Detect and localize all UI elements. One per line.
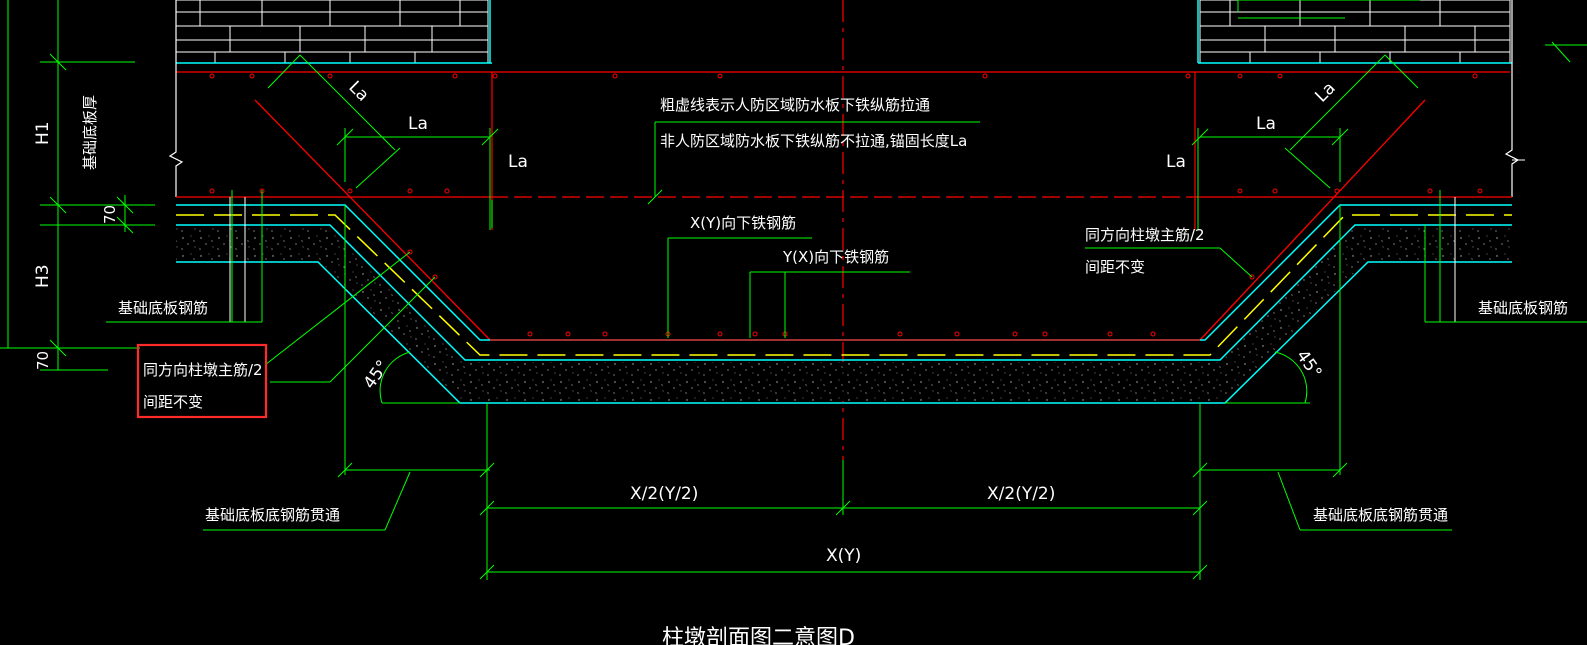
- label-70-top: 70: [101, 205, 119, 224]
- label-slab-thickness: 基础底板厚: [81, 95, 99, 170]
- drawing-title: 柱墩剖面图二意图D: [662, 626, 855, 645]
- label-full-x: X(Y): [826, 546, 861, 566]
- note-dashed-line-2: 非人防区域防水板下铁纵筋不拉通,锚固长度La: [660, 132, 967, 150]
- label-la-vert-right: La: [1166, 152, 1186, 172]
- label-half-x-left: X/2(Y/2): [630, 484, 698, 504]
- label-la-vert-left: La: [508, 152, 528, 172]
- wall-edges: [168, 0, 1520, 197]
- label-angle-right: 45°: [1292, 346, 1326, 382]
- highlight-box: [136, 343, 268, 419]
- note-dashed-line-1: 粗虚线表示人防区域防水板下铁纵筋拉通: [660, 96, 930, 114]
- note-left-1: 同方向柱墩主筋/2: [143, 361, 263, 379]
- label-la-horiz-right: La: [1256, 114, 1276, 134]
- label-70-bottom: 70: [34, 351, 52, 370]
- note-right-2: 间距不变: [1085, 258, 1145, 276]
- label-yx-lower-rebar: Y(X)向下铁钢筋: [782, 248, 889, 266]
- yellow-rebar: [176, 214, 1512, 356]
- label-la-diag-left: La: [344, 77, 372, 105]
- label-h3: H3: [33, 264, 53, 288]
- concrete-fill: [176, 227, 1512, 401]
- brick-hatch-left: [175, 0, 489, 64]
- label-continuous-left: 基础底板底钢筋贯通: [205, 506, 340, 524]
- label-angle-left: 45°: [360, 357, 394, 393]
- label-xy-lower-rebar: X(Y)向下铁钢筋: [690, 214, 796, 232]
- dimension-lines: [0, 0, 1587, 580]
- top-rebar-dots: [209, 73, 1478, 79]
- green-markers-top-right: [1237, 0, 1587, 63]
- label-continuous-right: 基础底板底钢筋贯通: [1313, 506, 1448, 524]
- label-half-x-right: X/2(Y/2): [987, 484, 1055, 504]
- label-la-diag-right: La: [1311, 78, 1339, 106]
- label-la-horiz-left: La: [408, 114, 428, 134]
- label-slab-rebar-left: 基础底板钢筋: [118, 299, 208, 317]
- label-h1: H1: [33, 121, 53, 145]
- brick-hatch-right: [1199, 0, 1511, 64]
- label-slab-rebar-right: 基础底板钢筋: [1478, 299, 1568, 317]
- rebar-dots-197: [209, 188, 1483, 194]
- note-right-1: 同方向柱墩主筋/2: [1085, 226, 1205, 244]
- diagonal-rebars: [254, 99, 1426, 341]
- note-left-2: 间距不变: [143, 393, 203, 411]
